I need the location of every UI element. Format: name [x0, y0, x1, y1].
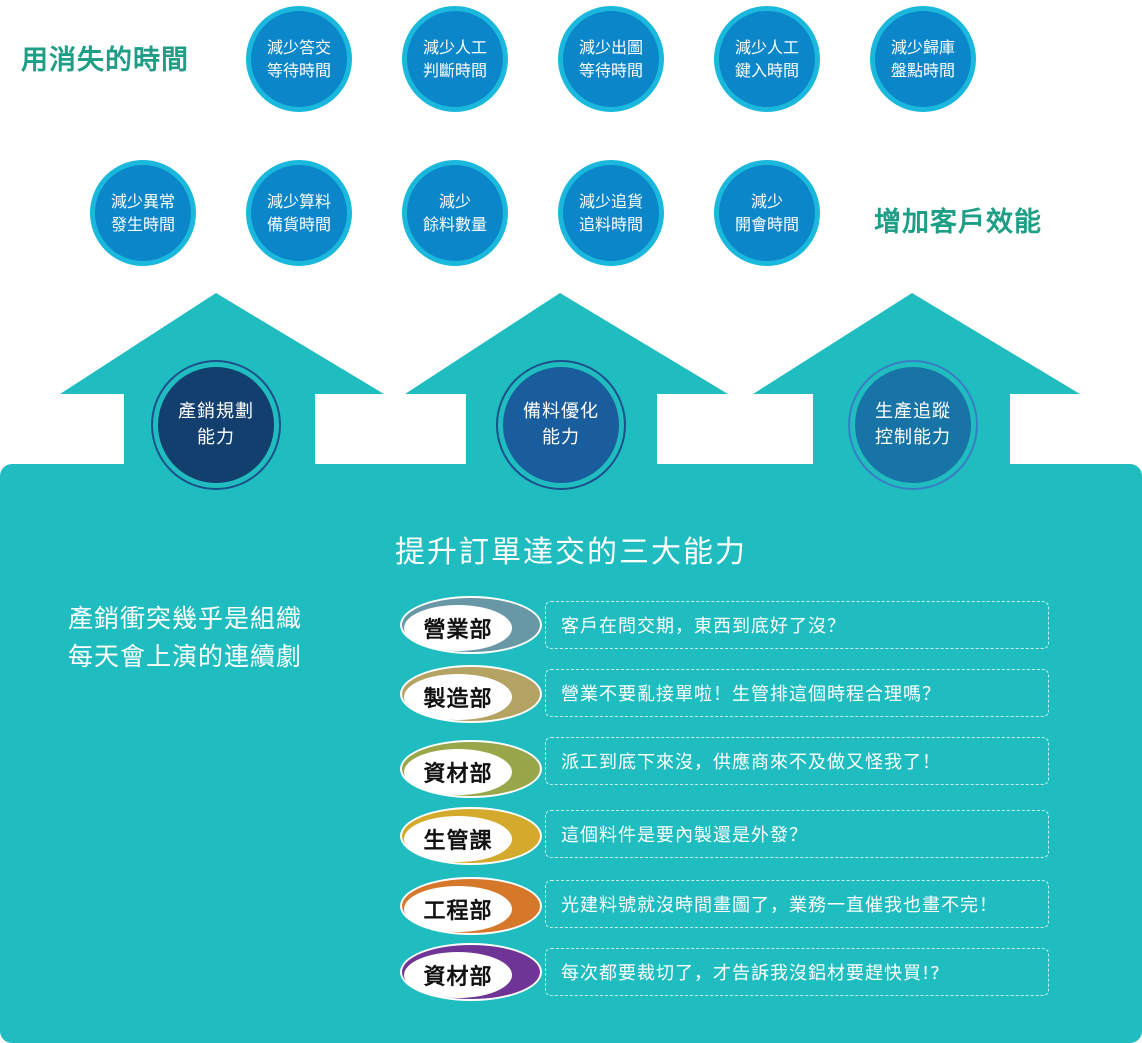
capability-line2: 能力 — [197, 427, 235, 448]
department-name: 製造部 — [404, 674, 512, 720]
benefit-line1: 減少 — [750, 192, 783, 211]
benefit-line2: 開會時間 — [734, 215, 799, 234]
statement-line2: 每天會上演的連續劇 — [68, 642, 303, 671]
benefit-line1: 減少異常 — [110, 192, 175, 211]
capability-circle-planning: 產銷規劃 能力 — [151, 360, 281, 490]
benefit-bubble: 減少人工 判斷時間 — [402, 6, 508, 112]
department-badge: 營業部 — [400, 596, 542, 654]
benefit-bubble: 減少異常 發生時間 — [90, 160, 196, 266]
benefit-line1: 減少人工 — [734, 38, 799, 57]
benefit-bubble: 減少追貨 追料時間 — [558, 160, 664, 266]
department-quote: 光建料號就沒時間畫圖了，業務一直催我也畫不完！ — [545, 880, 1049, 928]
benefit-line2: 判斷時間 — [422, 61, 487, 80]
department-quote: 營業不要亂接單啦！生管排這個時程合理嗎？ — [545, 669, 1049, 717]
department-name: 資材部 — [404, 749, 512, 795]
benefit-bubble: 減少出圖 等待時間 — [558, 6, 664, 112]
department-quote: 客戶在問交期，東西到底好了沒？ — [545, 601, 1049, 649]
benefit-line2: 鍵入時間 — [734, 61, 799, 80]
capability-line1: 產銷規劃 — [178, 401, 254, 422]
benefit-line2: 餘料數量 — [422, 215, 487, 234]
department-badge: 工程部 — [400, 877, 542, 935]
tagline-increase-customer-efficiency: 增加客戶效能 — [874, 207, 1042, 238]
department-badge: 資材部 — [400, 943, 542, 1001]
benefit-line1: 減少出圖 — [578, 38, 643, 57]
capability-circle-tracking: 生產追蹤 控制能力 — [848, 360, 978, 490]
benefit-bubble: 減少 開會時間 — [714, 160, 820, 266]
department-name: 生管課 — [404, 816, 512, 862]
department-quote: 每次都要裁切了，才告訴我沒鋁材要趕快買!? — [545, 948, 1049, 996]
benefit-line2: 備貨時間 — [266, 215, 331, 234]
benefit-line1: 減少 — [438, 192, 471, 211]
capability-line1: 備料優化 — [523, 401, 599, 422]
main-title: 提升訂單達交的三大能力 — [395, 535, 747, 570]
capability-line2: 能力 — [542, 427, 580, 448]
benefit-line2: 追料時間 — [578, 215, 643, 234]
benefit-line2: 等待時間 — [266, 61, 331, 80]
department-quote: 這個料件是要內製還是外發？ — [545, 810, 1049, 858]
benefit-line1: 減少算料 — [266, 192, 331, 211]
department-badge: 製造部 — [400, 665, 542, 723]
benefit-line2: 等待時間 — [578, 61, 643, 80]
department-badge: 生管課 — [400, 807, 542, 865]
department-quote: 派工到底下來沒，供應商來不及做又怪我了！ — [545, 737, 1049, 785]
benefit-line1: 減少追貨 — [578, 192, 643, 211]
statement-line1: 產銷衝突幾乎是組織 — [68, 604, 303, 633]
tagline-use-saved-time: 用消失的時間 — [21, 45, 189, 76]
capability-line1: 生產追蹤 — [875, 401, 951, 422]
benefit-line2: 盤點時間 — [890, 61, 955, 80]
capability-circle-material: 備料優化 能力 — [496, 360, 626, 490]
teal-base-panel — [0, 464, 1142, 1043]
department-badge: 資材部 — [400, 740, 542, 798]
capability-line2: 控制能力 — [875, 427, 951, 448]
benefit-bubble: 減少人工 鍵入時間 — [714, 6, 820, 112]
benefit-bubble: 減少歸庫 盤點時間 — [870, 6, 976, 112]
benefit-bubble: 減少算料 備貨時間 — [246, 160, 352, 266]
benefit-line1: 減少人工 — [422, 38, 487, 57]
benefit-line1: 減少歸庫 — [890, 38, 955, 57]
benefit-line2: 發生時間 — [110, 215, 175, 234]
department-name: 營業部 — [404, 605, 512, 651]
benefit-line1: 減少答交 — [266, 38, 331, 57]
department-name: 資材部 — [404, 952, 512, 998]
benefit-bubble: 減少 餘料數量 — [402, 160, 508, 266]
conflict-statement: 產銷衝突幾乎是組織 每天會上演的連續劇 — [68, 600, 302, 676]
benefit-bubble: 減少答交 等待時間 — [246, 6, 352, 112]
department-name: 工程部 — [404, 886, 512, 932]
